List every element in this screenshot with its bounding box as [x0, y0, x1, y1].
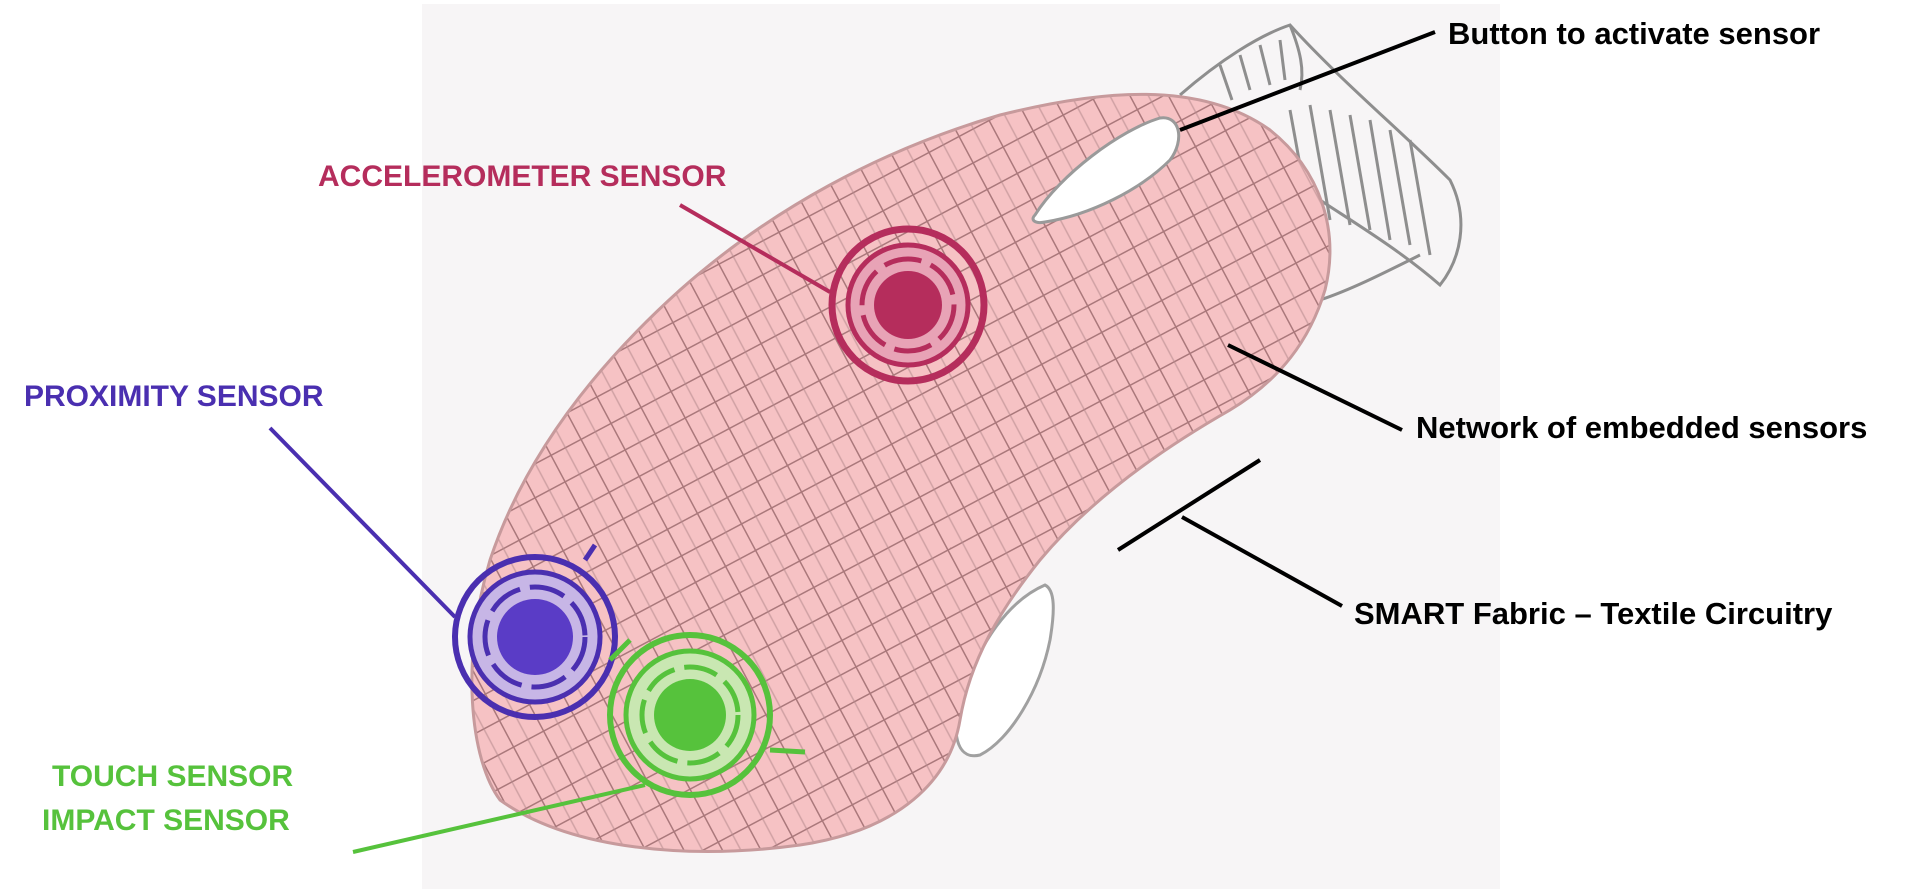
button-label: Button to activate sensor — [1448, 18, 1820, 49]
impact-sensor-label: IMPACT SENSOR — [42, 806, 290, 836]
network-label: Network of embedded sensors — [1416, 412, 1867, 443]
touch-sensor-label: TOUCH SENSOR — [52, 762, 293, 792]
smart-fabric-label: SMART Fabric – Textile Circuitry — [1354, 598, 1832, 629]
accelerometer-sensor-icon — [832, 229, 984, 381]
proximity-sensor-label: PROXIMITY SENSOR — [24, 382, 324, 412]
accelerometer-sensor-label: ACCELEROMETER SENSOR — [318, 162, 726, 192]
